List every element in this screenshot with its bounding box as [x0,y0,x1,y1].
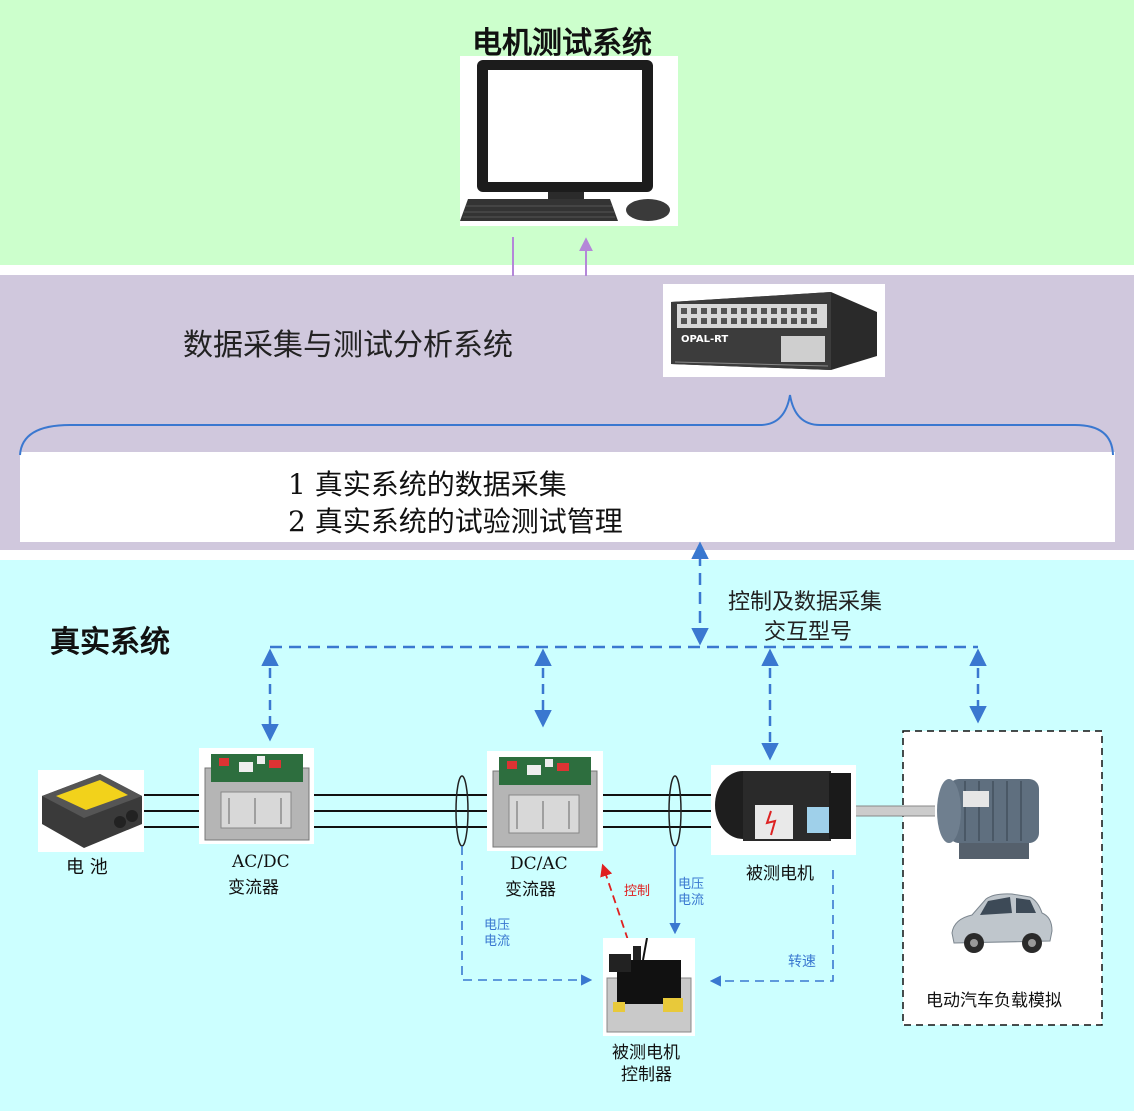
bus-label-line2: 交互型号 [764,620,853,645]
real-system-title: 真实系统 [50,625,170,660]
dcac-label-line2: 变流器 [505,880,556,900]
dcac-converter-image [487,751,603,851]
data-acquisition-title: 数据采集与测试分析系统 [183,328,513,363]
opal-rt-label: OPAL-RT [681,334,729,345]
dcac-label-line1: DC/AC [510,854,568,874]
battery-label: 电 池 [66,857,108,878]
motor-label: 被测电机 [746,864,814,884]
load-label: 电动汽车负载模拟 [926,991,1062,1011]
power-lines [143,794,713,828]
battery-image [38,770,144,852]
load-motor-image [935,767,1055,867]
computer-image [460,56,678,226]
acdc-converter-image [199,748,314,844]
acdc-label-line2: 变流器 [228,878,279,898]
controller-label-line2: 控制器 [621,1065,672,1085]
vi-right-label-line2: 电流 [678,893,705,908]
vi-left-label-line1: 电压 [484,918,511,933]
vi-right-label-line1: 电压 [678,877,705,892]
acdc-label-line1: AC/DC [232,852,290,872]
bus-label-line1: 控制及数据采集 [728,590,883,615]
speed-signal [709,870,834,987]
brace-curve [19,394,1114,456]
features-panel [20,452,1115,542]
electric-car-image [946,889,1056,961]
control-signal [600,863,629,941]
controller-label-line1: 被测电机 [612,1043,680,1063]
test-motor-image [711,765,856,855]
vi-left-label-line2: 电流 [484,934,511,949]
speed-label: 转速 [788,954,816,970]
feature-2: 2 真实系统的试验测试管理 [288,505,623,538]
motor-test-system-title: 电机测试系统 [472,26,652,61]
feature-1: 1 真实系统的数据采集 [288,468,567,501]
motor-shaft [854,805,941,817]
control-signal-label: 控制 [624,884,651,899]
motor-controller-image [603,937,695,1036]
opal-rt-device-image: OPAL-RT [663,284,885,377]
